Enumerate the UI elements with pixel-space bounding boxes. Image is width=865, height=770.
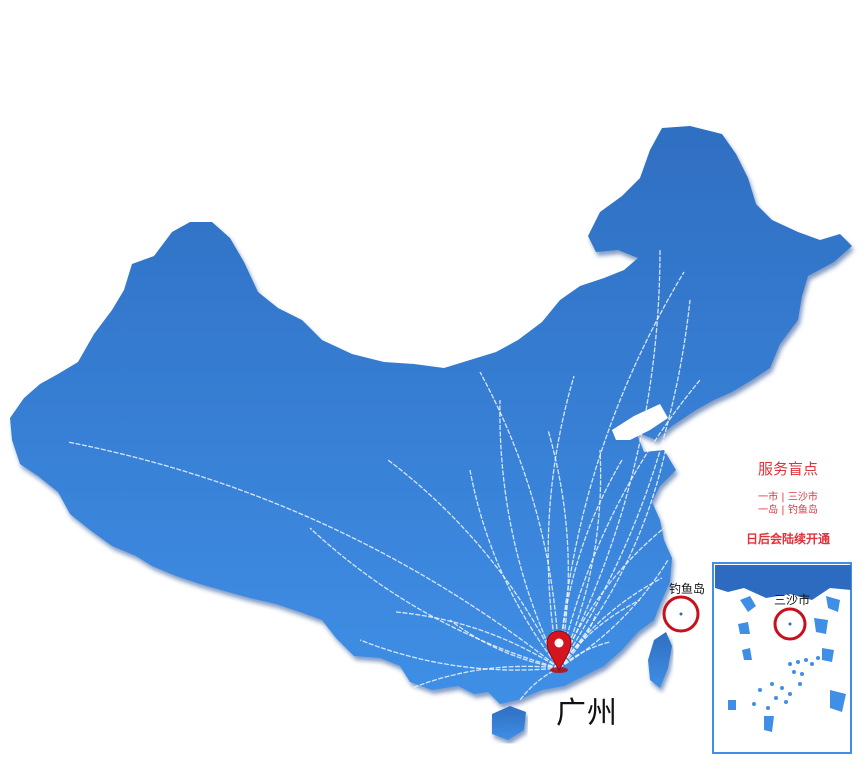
route-line — [558, 447, 667, 669]
sansha-dot — [788, 622, 792, 626]
taiwan-shape — [648, 632, 672, 688]
route-line — [387, 459, 560, 669]
route-line — [558, 559, 669, 669]
route-line — [499, 399, 560, 669]
notice-line-island: 一岛 | 钓鱼岛 — [758, 505, 818, 516]
notice-line-city: 一市 | 三沙市 — [758, 492, 818, 503]
route-line — [359, 639, 560, 671]
sansha-marker-ring — [773, 607, 807, 641]
route-line — [67, 441, 560, 669]
route-line — [558, 299, 691, 669]
diaoyu-label: 钓鱼岛 — [669, 582, 706, 596]
route-line — [469, 469, 560, 669]
route-line — [558, 271, 685, 669]
origin-city-label: 广州 — [556, 696, 618, 731]
notice-footer: 日后会陆续开通 — [745, 532, 830, 546]
diaoyu-marker-ring — [662, 595, 700, 633]
origin-pin-icon — [546, 630, 572, 673]
hainan-shape — [492, 706, 526, 740]
route-line — [558, 599, 641, 669]
notice-title: 服务盲点 — [757, 460, 818, 478]
route-line — [479, 371, 560, 669]
sansha-label: 三沙市 — [774, 593, 811, 607]
route-line — [558, 249, 661, 669]
route-line — [547, 375, 575, 669]
route-line — [449, 619, 560, 669]
route-line — [558, 379, 701, 669]
bohai-bay — [612, 404, 668, 440]
south-china-sea-inset — [712, 562, 852, 754]
route-line — [411, 665, 560, 689]
route-line — [309, 527, 560, 669]
mainland-china-shape — [10, 126, 852, 704]
diaoyu-dot — [679, 612, 683, 616]
route-line — [395, 611, 560, 669]
